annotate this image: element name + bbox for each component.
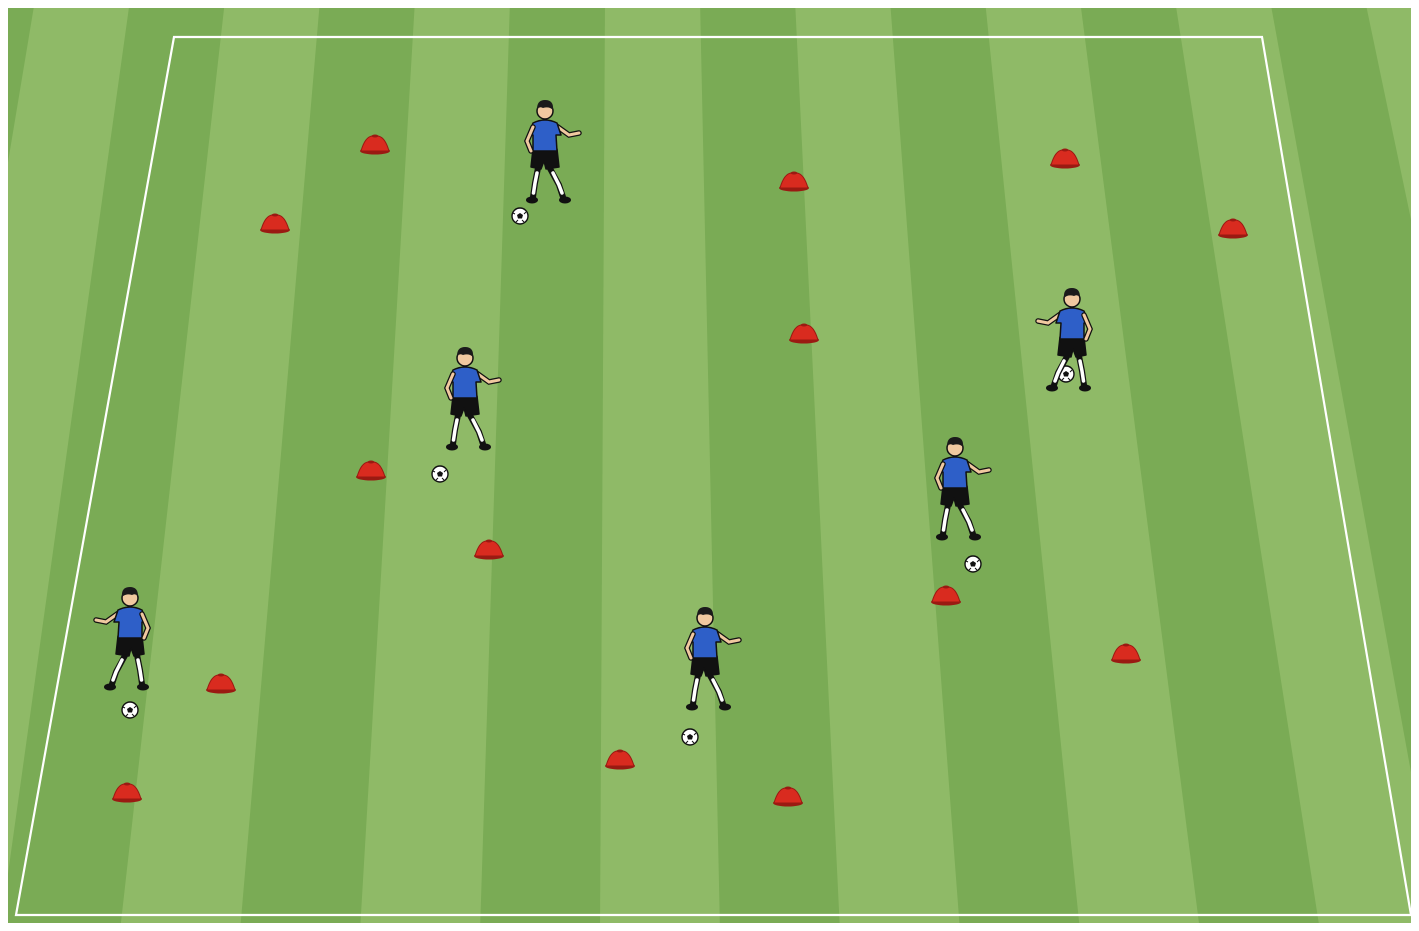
soccer-ball-icon: [682, 729, 698, 745]
soccer-ball-icon: [122, 702, 138, 718]
soccer-ball-icon: [965, 556, 981, 572]
soccer-ball-icon: [432, 466, 448, 482]
soccer-ball-icon: [512, 208, 528, 224]
